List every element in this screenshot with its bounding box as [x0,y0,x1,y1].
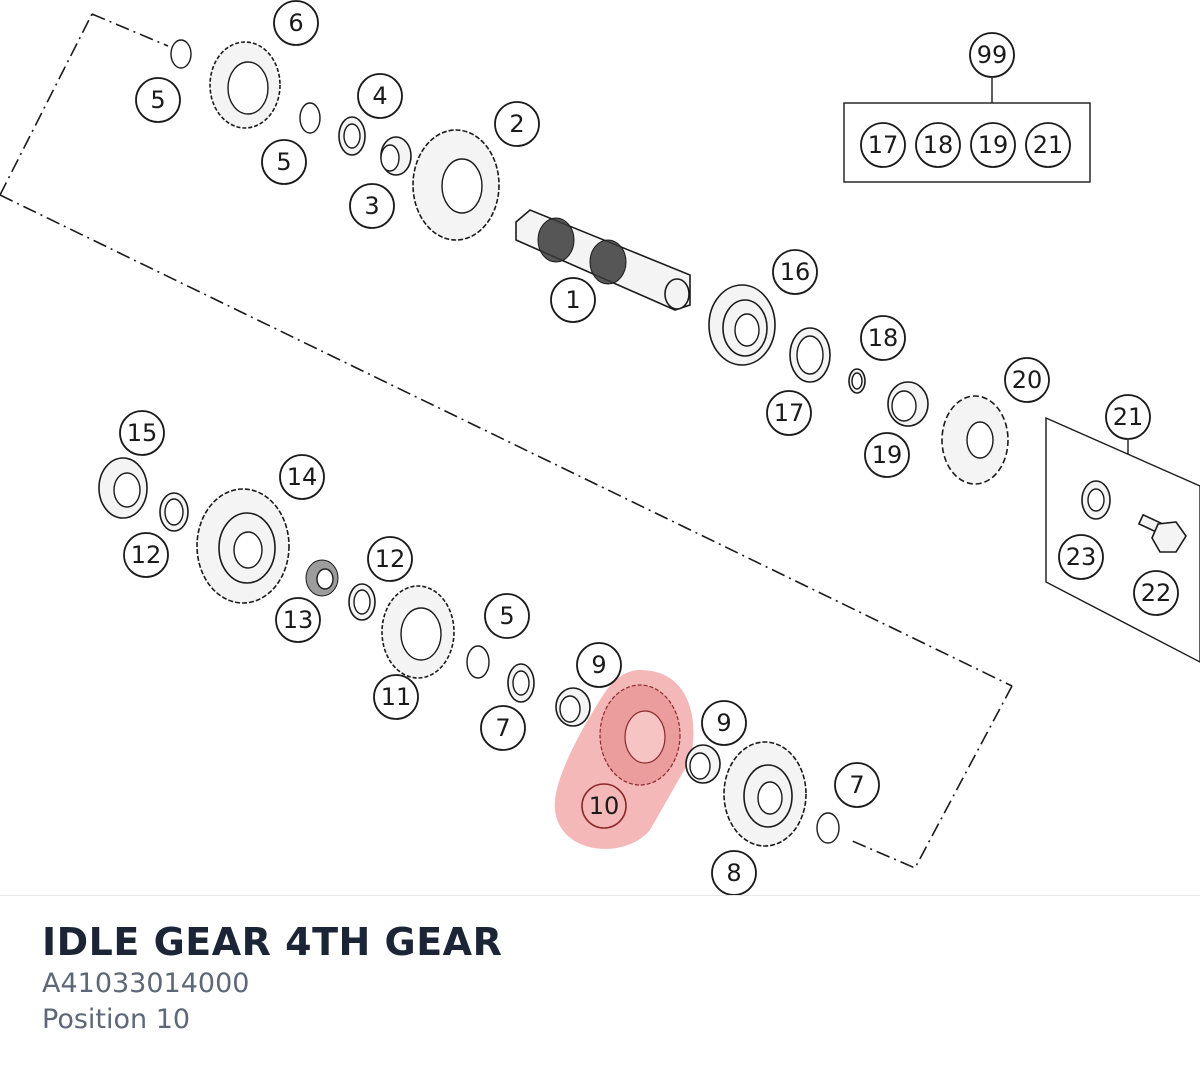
svg-text:7: 7 [849,771,864,799]
part-title: IDLE GEAR 4TH GEAR [42,920,503,964]
svg-text:9: 9 [591,651,606,679]
svg-text:22: 22 [1141,579,1172,607]
svg-text:10: 10 [589,792,620,820]
callout-19[interactable]: 19 [864,432,910,478]
callout-13[interactable]: 13 [275,597,321,643]
svg-text:9: 9 [716,709,731,737]
callout-2[interactable]: 2 [494,101,540,147]
callout-99[interactable]: 99 [969,32,1015,78]
svg-text:7: 7 [495,714,510,742]
highlight-part-10 [554,670,694,849]
bearing-15 [98,457,148,519]
part-position: Position 10 [42,1004,191,1035]
bolt-22 [1137,513,1187,553]
callout-1[interactable]: 1 [550,277,596,323]
callout-20[interactable]: 20 [1004,357,1050,403]
svg-text:19: 19 [978,131,1009,159]
callout-12-left[interactable]: 12 [123,532,169,578]
callout-11[interactable]: 11 [373,674,419,720]
main-shaft-1 [515,209,691,311]
svg-text:5: 5 [276,148,291,176]
svg-text:20: 20 [1012,366,1043,394]
callout-3[interactable]: 3 [349,183,395,229]
gear-2 [412,129,500,241]
callout-8[interactable]: 8 [711,850,757,895]
thrust-washer-4 [338,116,366,156]
thrust-washer-7-left [507,663,535,703]
seal-ring-17 [789,327,831,383]
svg-text:1: 1 [565,286,580,314]
callout-23[interactable]: 23 [1058,534,1104,580]
svg-text:21: 21 [1033,131,1064,159]
gear-8 [723,741,807,847]
callout-5-top[interactable]: 5 [135,77,181,123]
svg-text:16: 16 [780,258,811,286]
svg-text:18: 18 [923,131,954,159]
kit-callout-17[interactable]: 17 [860,122,906,168]
svg-text:18: 18 [868,324,899,352]
callout-14[interactable]: 14 [279,454,325,500]
svg-text:3: 3 [364,192,379,220]
svg-text:17: 17 [868,131,899,159]
svg-text:17: 17 [774,399,805,427]
gear-11 [381,585,455,679]
svg-text:19: 19 [872,441,903,469]
svg-text:5: 5 [499,602,514,630]
needle-bearing-9-right [685,744,721,784]
callout-4[interactable]: 4 [357,73,403,119]
callout-7-left[interactable]: 7 [480,705,526,751]
svg-text:99: 99 [977,41,1008,69]
svg-text:23: 23 [1066,543,1097,571]
needle-bearing-3 [380,136,412,176]
svg-text:13: 13 [283,606,314,634]
svg-text:14: 14 [287,463,318,491]
kit-callout-19[interactable]: 19 [970,122,1016,168]
callout-15[interactable]: 15 [119,410,165,456]
svg-text:11: 11 [381,683,412,711]
caption-divider [0,895,1200,896]
svg-text:15: 15 [127,419,158,447]
kit-callout-21[interactable]: 21 [1025,122,1071,168]
exploded-parts-diagram: 5 6 5 4 2 3 1 16 17 18 19 20 21 23 22 99… [0,0,1200,895]
callout-6[interactable]: 6 [273,0,319,46]
part-number: A41033014000 [42,968,250,999]
svg-text:12: 12 [131,541,162,569]
circlip-5-mid [299,102,321,134]
svg-text:4: 4 [372,82,387,110]
callout-9-left[interactable]: 9 [576,642,622,688]
callout-10[interactable]: 10 [581,783,627,829]
callout-5-lower[interactable]: 5 [484,593,530,639]
svg-text:2: 2 [509,110,524,138]
bearing-16 [708,284,776,366]
circlip-5-top [170,39,192,69]
gear-6 [209,41,281,129]
callout-17[interactable]: 17 [766,390,812,436]
callout-12-right[interactable]: 12 [367,536,413,582]
circlip-7-right [816,812,840,844]
sprocket-20 [941,395,1009,485]
part-caption: IDLE GEAR 4TH GEAR A41033014000 Position… [42,918,502,1038]
washer-12-right [348,583,376,621]
callout-21[interactable]: 21 [1105,394,1151,440]
callout-7-right[interactable]: 7 [834,762,880,808]
callout-18[interactable]: 18 [860,315,906,361]
svg-text:6: 6 [288,9,303,37]
callout-22[interactable]: 22 [1133,570,1179,616]
needle-bearing-13 [305,559,339,597]
kit-callout-18[interactable]: 18 [915,122,961,168]
washer-12-left [159,492,189,532]
sleeve-19 [887,381,929,427]
washer-23 [1081,480,1111,520]
svg-text:21: 21 [1113,403,1144,431]
circlip-5-lower [466,645,490,679]
svg-text:5: 5 [150,86,165,114]
gear-14 [196,488,290,604]
callout-9-right[interactable]: 9 [701,700,747,746]
svg-text:12: 12 [375,545,406,573]
needle-bearing-9-left [555,687,591,727]
o-ring-18 [848,368,866,394]
callout-16[interactable]: 16 [772,249,818,295]
callout-5-mid[interactable]: 5 [261,139,307,185]
svg-text:8: 8 [726,859,741,887]
